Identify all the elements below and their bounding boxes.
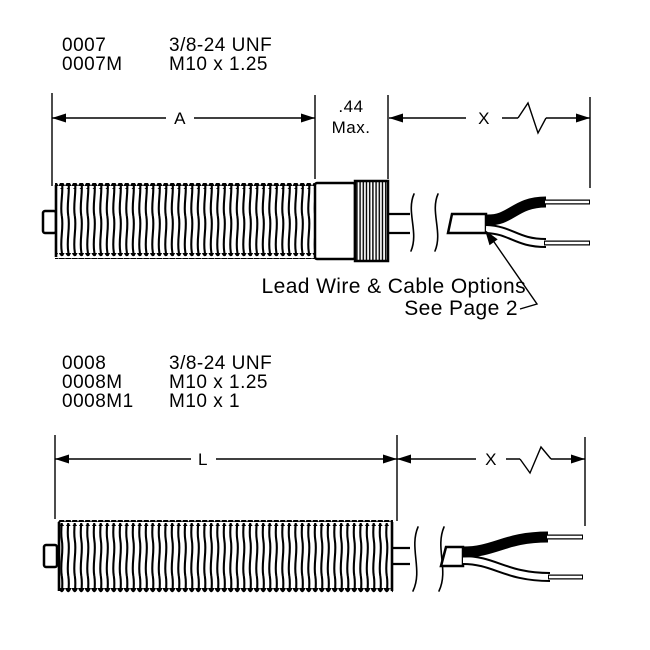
- break-symbol-icon: [517, 101, 547, 135]
- cable-jacket-end: [439, 545, 465, 568]
- break-symbol-icon: [519, 445, 552, 475]
- figure-bottom: 0008 3/8-24 UNF 0008M M10 x 1.25 0008M1 …: [42, 353, 586, 593]
- thread-spec: 3/8-24 UNF: [169, 353, 272, 374]
- dimension-x-bottom: X: [397, 445, 585, 475]
- model-table-top: 0007 3/8-24 UNF 0007M M10 x 1.25: [62, 35, 272, 75]
- cable-stub: [388, 212, 410, 235]
- dimension-l: L: [55, 450, 397, 469]
- dim-arrow-left-icon: [55, 454, 69, 464]
- cable-bottom: [393, 526, 583, 592]
- break-line-icon: [412, 526, 419, 592]
- dim-label-a: A: [174, 109, 186, 128]
- callout-text-line1: Lead Wire & Cable Options: [262, 275, 526, 298]
- model-number: 0008M: [62, 372, 123, 393]
- callout-arrow-icon: [485, 230, 498, 246]
- cable-jacket-end: [446, 212, 488, 235]
- callout-text-line2: See Page 2: [404, 297, 518, 320]
- dim-label-x: X: [478, 109, 490, 128]
- sensing-tip-tab: [42, 543, 59, 569]
- threaded-stud-bottom: [42, 520, 394, 593]
- dimension-x-top: X: [389, 101, 590, 135]
- cable-top: [388, 193, 590, 252]
- dimension-a: A: [52, 109, 315, 128]
- dim-qualifier: Max.: [332, 118, 371, 137]
- threaded-stud-top: [41, 179, 390, 263]
- dimension-head-length: .44 Max.: [332, 97, 371, 137]
- thread-spec: M10 x 1: [169, 391, 240, 412]
- model-number: 0007: [62, 35, 106, 56]
- black-lead: [485, 196, 547, 226]
- callout-leader-line: [491, 238, 539, 310]
- hex-collar: [313, 181, 357, 261]
- thread-body: [55, 186, 315, 256]
- knurled-cap: [353, 179, 390, 263]
- thread-spec: M10 x 1.25: [169, 54, 268, 75]
- dim-arrow-right-icon: [576, 113, 590, 123]
- white-lead: [485, 226, 547, 246]
- model-number: 0007M: [62, 54, 123, 75]
- black-lead: [462, 531, 549, 558]
- thread-crest-top: [55, 183, 315, 189]
- break-line-icon: [410, 193, 415, 252]
- model-table-bottom: 0008 3/8-24 UNF 0008M M10 x 1.25 0008M1 …: [62, 353, 272, 412]
- sensing-tip-tab: [41, 209, 58, 235]
- dim-arrow-right-icon: [383, 454, 397, 464]
- dim-arrow-right-icon: [571, 454, 585, 464]
- dim-value-44: .44: [338, 97, 363, 116]
- white-lead: [462, 557, 551, 580]
- model-number: 0008M1: [62, 391, 134, 412]
- dim-label-x: X: [485, 450, 497, 469]
- break-line-icon: [434, 193, 439, 252]
- thread-body: [58, 523, 393, 590]
- dim-arrow-left-icon: [397, 454, 411, 464]
- thread-crest-bottom: [55, 253, 315, 259]
- callout-lead-wire-options: Lead Wire & Cable Options See Page 2: [262, 230, 539, 320]
- thread-spec: M10 x 1.25: [169, 372, 268, 393]
- figure-top: 0007 3/8-24 UNF 0007M M10 x 1.25 A .44 M…: [41, 35, 591, 320]
- model-number: 0008: [62, 353, 106, 374]
- dim-arrow-left-icon: [389, 113, 403, 123]
- dim-arrow-right-icon: [301, 113, 315, 123]
- thread-crest-top: [58, 520, 393, 526]
- cable-stub: [393, 546, 410, 566]
- thread-spec: 3/8-24 UNF: [169, 35, 272, 56]
- thread-crest-bottom: [58, 587, 393, 593]
- dim-arrow-left-icon: [52, 113, 66, 123]
- dim-label-l: L: [198, 450, 208, 469]
